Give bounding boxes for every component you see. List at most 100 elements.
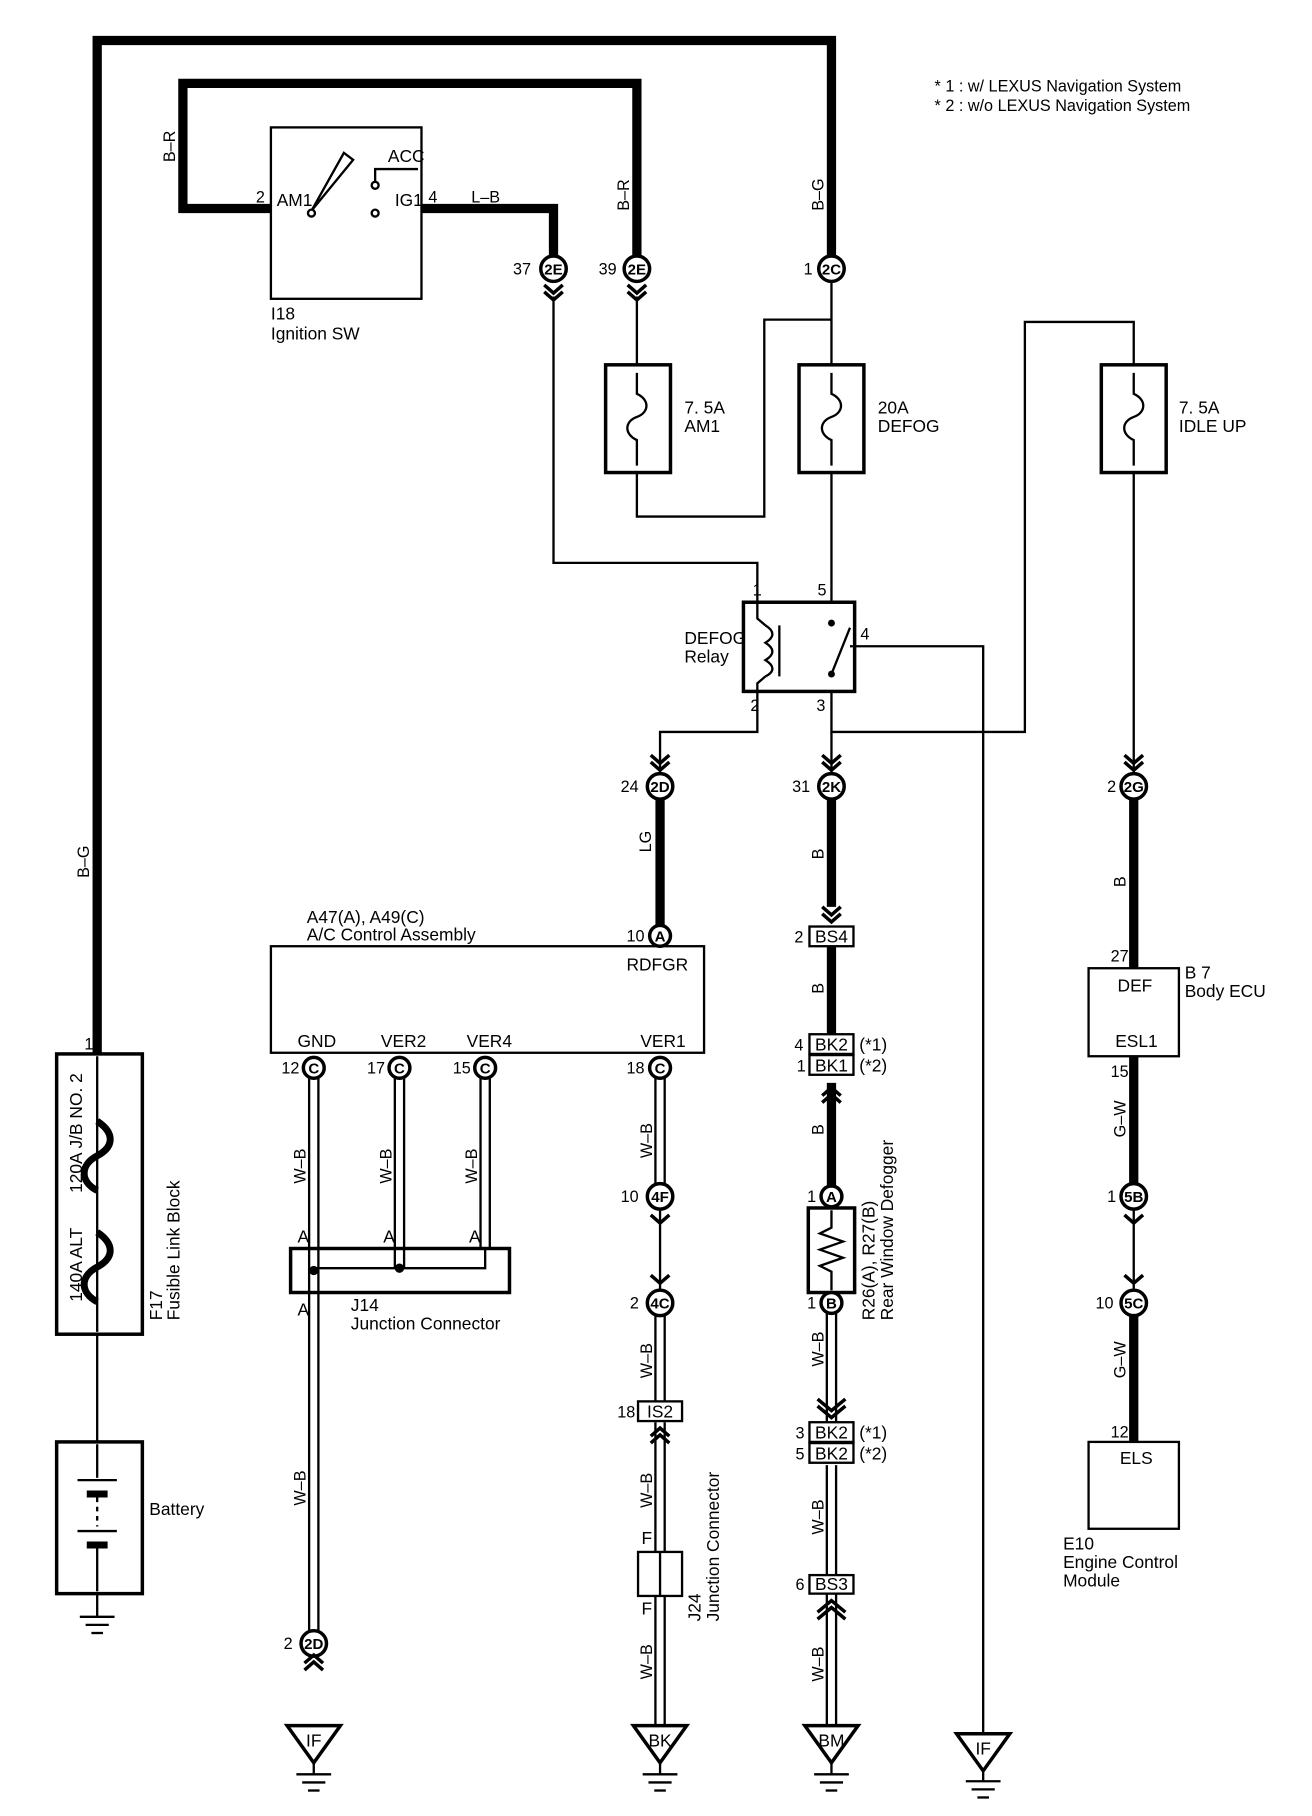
chevrons — [303, 283, 1145, 1672]
conn-2e-37-pin: 37 — [513, 260, 531, 278]
ecu-esl1: ESL1 — [1115, 1031, 1157, 1051]
conn-2d-2: 2D — [304, 1636, 323, 1653]
relay-pin-1: 1 — [753, 581, 762, 599]
battery-ground-symbol — [79, 1615, 115, 1635]
j14-code: J14 — [351, 1295, 379, 1315]
j24-f-1: F — [642, 1528, 653, 1548]
battery-label: Battery — [149, 1499, 204, 1519]
wc-wb-4c: W–B — [638, 1343, 656, 1378]
body-ecu: DEF ESL1 B 7 Body ECU — [1087, 963, 1266, 1058]
wc-wb-is2: W–B — [638, 1473, 656, 1508]
conn-c-18-pin: 18 — [626, 1060, 644, 1078]
ground-if-2-label: IF — [975, 1739, 990, 1759]
conn-a-10-pin: 10 — [626, 928, 644, 946]
fuse-am1-rating: 7. 5A — [684, 397, 725, 417]
wc-bg-top: B–G — [809, 178, 827, 210]
ac-gnd: GND — [298, 1031, 337, 1051]
ecm-els: ELS — [1120, 1448, 1153, 1468]
fuse-am1: 7. 5A AM1 — [603, 363, 725, 475]
ig-pin-4: 4 — [428, 189, 437, 207]
wire-br-loop — [178, 78, 642, 260]
conn-2g-2: 2G — [1124, 779, 1144, 796]
j14-a-4: A — [298, 1300, 310, 1320]
ig-ig1-label: IG1 — [395, 190, 423, 210]
relay-pin-5: 5 — [818, 581, 827, 599]
j14-a-3: A — [469, 1227, 481, 1247]
conn-2k-31-pin: 31 — [792, 778, 810, 796]
fl-pin-1: 1 — [84, 1035, 93, 1053]
wc-wb-ver2: W–B — [377, 1149, 395, 1184]
fuse-idle-name: IDLE UP — [1179, 416, 1247, 436]
conn-5c-10-pin: 10 — [1096, 1295, 1114, 1313]
ecm-name-1: Engine Control — [1063, 1552, 1178, 1572]
conn-bk2-mid-pin: 3 — [796, 1424, 805, 1442]
thick-wires — [92, 35, 1139, 1442]
wc-wb-j14: W–B — [292, 1470, 310, 1505]
engine-control-module: ELS E10 Engine Control Module — [1063, 1440, 1181, 1591]
conn-bk2-low-pin: 5 — [796, 1445, 805, 1463]
ecm-code: E10 — [1063, 1534, 1094, 1554]
wc-wb-ver1: W–B — [638, 1123, 656, 1158]
fuse-idle-rating: 7. 5A — [1179, 397, 1220, 417]
defogger-name: Rear Window Defogger — [877, 1140, 897, 1321]
fuse-idle-up: 7. 5A IDLE UP — [1099, 363, 1247, 475]
conn-c-15: C — [480, 1061, 491, 1078]
wire-color-labels: B–R B–R B–G B–G L–B LG B B B B G–W G–W W… — [75, 131, 1130, 1682]
fl-fuse-2: 140A ALT — [66, 1227, 86, 1301]
ac-control-assembly: A47(A), A49(C) A/C Control Assembly RDFG… — [269, 907, 706, 1054]
ac-rdfgr: RDFGR — [626, 955, 688, 975]
j24-code: J24 — [685, 1593, 705, 1621]
j14-a-2: A — [383, 1227, 395, 1247]
j24-name: Junction Connector — [703, 1472, 723, 1622]
wc-b-bs4: B — [809, 983, 827, 994]
conn-bk2-low: BK2 — [815, 1443, 848, 1463]
ac-ver2: VER2 — [381, 1031, 426, 1051]
ground-bm: BM — [801, 1723, 862, 1792]
wc-b-2k: B — [809, 849, 827, 860]
j14-junction-connector: A A A A J14 Junction Connector — [288, 1227, 512, 1334]
ground-if-1: IF — [283, 1723, 344, 1792]
ground-if-2: IF — [953, 1732, 1014, 1799]
note-1: * 1 : w/ LEXUS Navigation System — [935, 77, 1182, 95]
wc-b-bk: B — [809, 1124, 827, 1135]
defogger-code: R26(A), R27(B) — [858, 1201, 878, 1321]
ground-bm-label: BM — [818, 1731, 844, 1751]
j24-f-2: F — [642, 1598, 653, 1618]
fuse-defog-name: DEFOG — [878, 416, 940, 436]
double-wires — [307, 1078, 838, 1726]
thin-wires — [96, 277, 1135, 1734]
ac-code: A47(A), A49(C) — [307, 907, 425, 927]
conn-bk2-top-note: (*1) — [859, 1034, 887, 1054]
rect-connectors: BS4 2 BK2 4 (*1) BK1 1 (*2) IS2 18 BK2 3… — [617, 925, 887, 1595]
conn-bk2-mid: BK2 — [815, 1422, 848, 1442]
defog-relay: DEFOG Relay 1 5 4 2 3 — [684, 581, 869, 715]
wire-ig-relay1 — [552, 296, 759, 603]
conn-bs4: BS4 — [815, 927, 848, 947]
conn-rd-b-pin: 1 — [807, 1295, 816, 1313]
ecm-pin-12: 12 — [1111, 1423, 1129, 1441]
conn-bk2-top-pin: 4 — [794, 1036, 803, 1054]
conn-bs3: BS3 — [815, 1574, 848, 1594]
relay-name-2: Relay — [684, 646, 729, 666]
wc-wb-ver4: W–B — [463, 1149, 481, 1184]
conn-2e-37: 2E — [544, 261, 562, 278]
conn-4f-10: 4F — [651, 1189, 669, 1206]
conn-2c-1-pin: 1 — [804, 260, 813, 278]
wc-lb: L–B — [471, 189, 500, 207]
wc-br-mid: B–R — [615, 179, 633, 211]
ig-am1-label: AM1 — [277, 190, 313, 210]
ig-name: Ignition SW — [271, 323, 360, 343]
conn-5b-1: 5B — [1124, 1189, 1143, 1206]
conn-a-10: A — [655, 929, 666, 946]
conn-2e-39: 2E — [628, 261, 646, 278]
relay-name-1: DEFOG — [684, 628, 746, 648]
fuse-am1-name: AM1 — [684, 416, 720, 436]
wc-wb-rear1: W–B — [809, 1332, 827, 1367]
wc-gw-5c: G–W — [1112, 1341, 1130, 1379]
conn-c-12: C — [308, 1061, 319, 1078]
relay-pin-2: 2 — [750, 697, 759, 715]
wc-wb-j24: W–B — [638, 1644, 656, 1679]
conn-bk1: BK1 — [815, 1055, 848, 1075]
wc-wb-gnd: W–B — [292, 1149, 310, 1184]
